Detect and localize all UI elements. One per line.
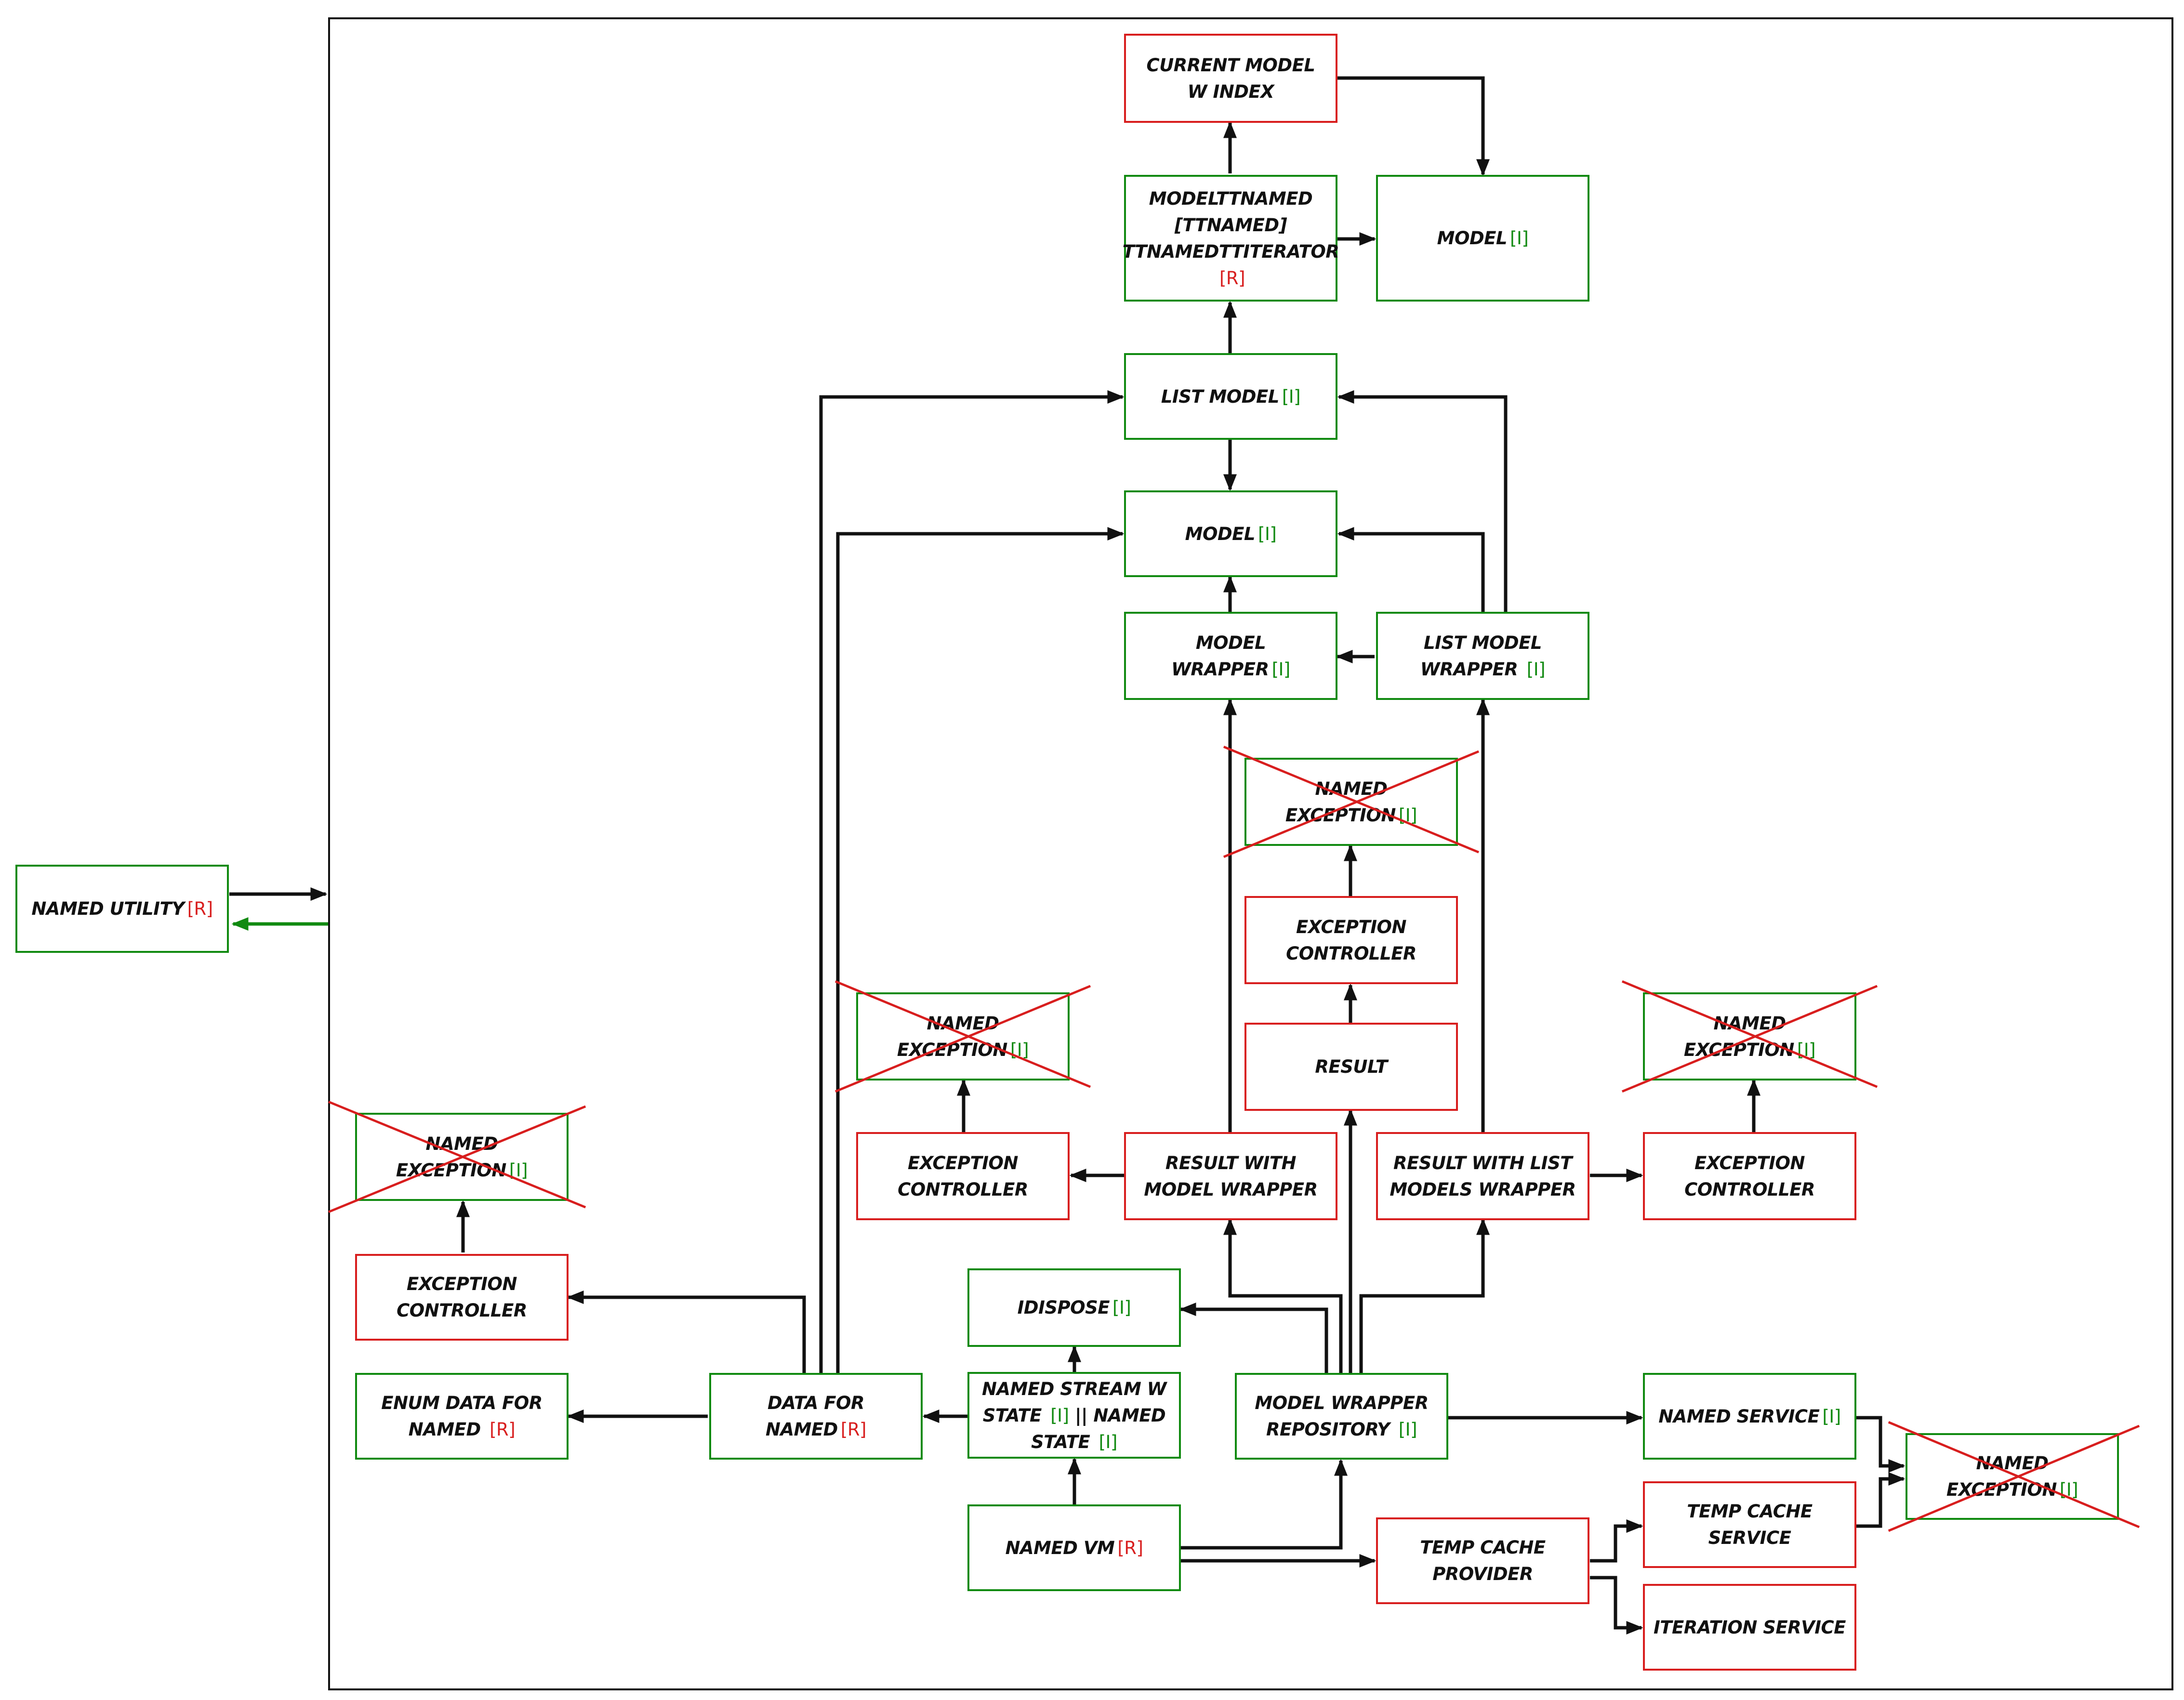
node-label: NAMED SERVICE (1658, 1406, 1820, 1427)
interface-tag: [I] (1822, 1406, 1841, 1427)
node-label: MODEL WRAPPER REPOSITORY (1255, 1393, 1429, 1440)
node-label: TEMP CACHE PROVIDER (1420, 1537, 1546, 1584)
node-label: RESULT (1315, 1056, 1388, 1077)
node-label: MODEL (1185, 523, 1256, 544)
node-exception-controller-left[interactable]: EXCEPTION CONTROLLER (856, 1132, 1070, 1220)
node-named-exception-right[interactable]: NAMED EXCEPTION[I] (1621, 980, 1878, 1093)
node-label: RESULT WITH LIST MODELS WRAPPER (1390, 1152, 1576, 1200)
node-exception-controller-right[interactable]: EXCEPTION CONTROLLER (1643, 1132, 1856, 1220)
node-current-model-w-index[interactable]: CURRENT MODEL W INDEX (1124, 34, 1337, 123)
interface-tag-secondary: [I] (1099, 1431, 1118, 1452)
node-label: EXCEPTION CONTROLLER (397, 1274, 527, 1321)
node-label: ENUM DATA FOR NAMED (381, 1393, 543, 1440)
node-label: MODEL WRAPPER (1171, 632, 1269, 680)
interface-tag: [I] (1010, 1039, 1029, 1060)
node-label: DATA FOR NAMED (765, 1393, 864, 1440)
node-enum-data-for-named[interactable]: ENUM DATA FOR NAMED [R] (355, 1373, 569, 1460)
realization-tag: [R] (1219, 267, 1245, 289)
node-named-exception-far-left[interactable]: NAMED EXCEPTION[I] (328, 1101, 586, 1213)
node-result-with-list-models-wrapper[interactable]: RESULT WITH LIST MODELS WRAPPER (1376, 1132, 1589, 1220)
interface-tag: [I] (1282, 386, 1301, 407)
node-label: MODEL (1437, 228, 1508, 249)
node-label: LIST MODEL WRAPPER (1420, 632, 1542, 680)
node-label-secondary: || NAMED STATE (1031, 1405, 1166, 1452)
interface-tag: [I] (1271, 659, 1291, 680)
node-named-exception-left[interactable]: NAMED EXCEPTION[I] (834, 980, 1091, 1093)
node-data-for-named[interactable]: DATA FOR NAMED[R] (709, 1373, 923, 1460)
node-label: TEMP CACHE SERVICE (1687, 1501, 1813, 1548)
node-exception-controller-far-left[interactable]: EXCEPTION CONTROLLER (355, 1254, 569, 1341)
interface-tag: [I] (1258, 523, 1277, 544)
node-label: NAMED EXCEPTION (1946, 1453, 2057, 1500)
realization-tag: [R] (1117, 1537, 1143, 1558)
node-label: ITERATION SERVICE (1654, 1617, 1846, 1638)
node-temp-cache-provider[interactable]: TEMP CACHE PROVIDER (1376, 1517, 1589, 1604)
node-named-stream-w-state[interactable]: NAMED STREAM W STATE [I] || NAMED STATE … (967, 1372, 1181, 1459)
node-named-utility[interactable]: NAMED UTILITY[R] (15, 865, 229, 953)
interface-tag: [I] (1112, 1297, 1131, 1318)
interface-tag: [I] (1398, 804, 1417, 826)
node-label: NAMED VM (1005, 1537, 1115, 1558)
node-label: NAMED EXCEPTION (897, 1013, 1007, 1060)
node-label: LIST MODEL (1161, 386, 1279, 407)
node-model-mid[interactable]: MODEL[I] (1124, 490, 1337, 577)
interface-tag: [I] (1050, 1405, 1069, 1426)
node-exception-controller-center[interactable]: EXCEPTION CONTROLLER (1244, 896, 1458, 984)
node-named-vm[interactable]: NAMED VM[R] (967, 1504, 1181, 1591)
node-label: NAMED EXCEPTION (1683, 1013, 1794, 1060)
interface-tag: [I] (2059, 1479, 2078, 1500)
node-label: NAMED STREAM W STATE (981, 1378, 1167, 1426)
interface-tag: [I] (1398, 1419, 1417, 1440)
node-list-model-wrapper[interactable]: LIST MODEL WRAPPER [I] (1376, 612, 1589, 700)
realization-tag: [R] (187, 898, 213, 919)
node-idispose[interactable]: IDISPOSE[I] (967, 1268, 1181, 1347)
node-named-service[interactable]: NAMED SERVICE[I] (1643, 1373, 1856, 1460)
node-label: NAMED EXCEPTION (1285, 778, 1396, 826)
node-iteration-service[interactable]: ITERATION SERVICE (1643, 1584, 1856, 1671)
node-modelttnamed-iterator[interactable]: MODELTTNAMED [TTNAMED] TTNAMEDTTITERATOR… (1122, 175, 1339, 302)
node-label: EXCEPTION CONTROLLER (898, 1152, 1028, 1200)
node-label: CURRENT MODEL W INDEX (1146, 54, 1315, 102)
node-label: RESULT WITH MODEL WRAPPER (1144, 1152, 1318, 1200)
node-model-wrapper[interactable]: MODEL WRAPPER[I] (1124, 612, 1337, 700)
node-label: NAMED EXCEPTION (396, 1133, 506, 1181)
interface-tag: [I] (509, 1160, 528, 1181)
node-named-exception-service[interactable]: NAMED EXCEPTION[I] (1888, 1421, 2140, 1532)
node-model-top[interactable]: MODEL[I] (1376, 175, 1589, 302)
node-named-exception-center[interactable]: NAMED EXCEPTION[I] (1223, 746, 1480, 858)
node-label: NAMED UTILITY (31, 898, 185, 919)
node-list-model[interactable]: LIST MODEL[I] (1124, 353, 1337, 440)
node-temp-cache-service[interactable]: TEMP CACHE SERVICE (1643, 1481, 1856, 1568)
node-label: EXCEPTION CONTROLLER (1684, 1152, 1815, 1200)
interface-tag: [I] (1510, 228, 1529, 249)
node-model-wrapper-repository[interactable]: MODEL WRAPPER REPOSITORY [I] (1235, 1373, 1448, 1460)
system-boundary-frame (328, 17, 2173, 1690)
node-label: IDISPOSE (1017, 1297, 1110, 1318)
interface-tag: [I] (1526, 659, 1546, 680)
realization-tag: [R] (490, 1419, 516, 1440)
node-result-with-model-wrapper[interactable]: RESULT WITH MODEL WRAPPER (1124, 1132, 1337, 1220)
realization-tag: [R] (840, 1419, 867, 1440)
node-result[interactable]: RESULT (1244, 1023, 1458, 1111)
node-label: MODELTTNAMED [TTNAMED] TTNAMEDTTITERATOR (1122, 188, 1339, 262)
node-label: EXCEPTION CONTROLLER (1286, 916, 1416, 964)
interface-tag: [I] (1797, 1039, 1816, 1060)
